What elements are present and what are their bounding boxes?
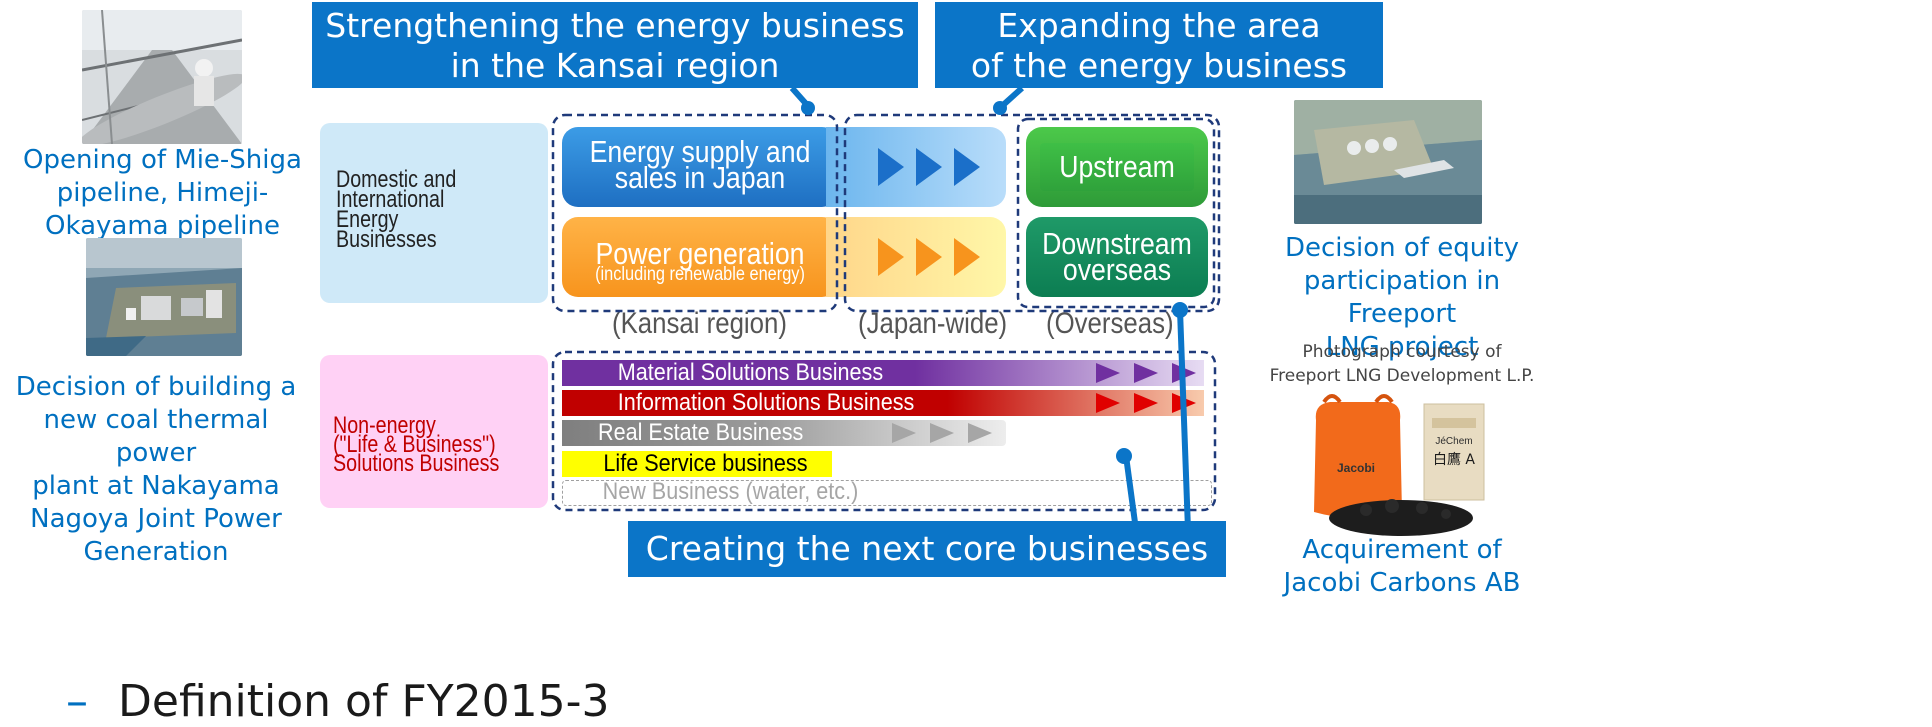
arrow-right-icon bbox=[1096, 393, 1120, 413]
arrow-right-icon bbox=[968, 423, 992, 443]
energy-category-panel bbox=[320, 123, 548, 303]
definition-heading: –Definition of FY2015-3 bbox=[66, 676, 609, 727]
energy-supply-line2: sales in Japan bbox=[614, 160, 786, 195]
downstream-box: Downstream overseas bbox=[1026, 217, 1208, 297]
bag-kanji: 白鷹 A bbox=[1433, 452, 1475, 468]
upstream-label: Upstream bbox=[1059, 149, 1175, 184]
banner-strengthening: Strengthening the energy business in the… bbox=[312, 2, 918, 88]
jacobi-caption-line: Jacobi Carbons AB bbox=[1283, 568, 1521, 598]
energy-category-line: Domestic and bbox=[336, 166, 457, 193]
solutions-bar-new-business: New Business (water, etc.) bbox=[562, 480, 1212, 506]
freeport-credit-line: Photograph courtesy of bbox=[1302, 342, 1502, 362]
freeport-caption: Decision of equity participation in Free… bbox=[1246, 232, 1558, 364]
arrow-right-icon bbox=[954, 148, 980, 186]
material-arrows bbox=[1096, 363, 1196, 383]
freeport-caption-line: Decision of equity bbox=[1284, 233, 1520, 263]
arrow-right-icon bbox=[878, 238, 904, 276]
arrow-right-icon bbox=[916, 148, 942, 186]
non-energy-category-label: Non-energy ("Life & Business") Solutions… bbox=[333, 412, 500, 477]
arrow-right-icon bbox=[954, 238, 980, 276]
coal-caption-line: plant at Nakayama bbox=[32, 471, 280, 501]
pipeline-caption-line: Opening of Mie-Shiga bbox=[23, 145, 302, 175]
solutions-bar-label: Life Service business bbox=[603, 450, 808, 477]
solutions-bar-label: Material Solutions Business bbox=[617, 359, 884, 386]
strengthening-connector-dot bbox=[801, 101, 815, 115]
pipeline-photo bbox=[82, 10, 242, 144]
energy-category-line: International bbox=[336, 186, 445, 213]
coal-caption-line: Generation bbox=[83, 537, 229, 567]
bag-brand-chem: JéChem bbox=[1435, 436, 1472, 447]
banner-expanding-line2: of the energy business bbox=[970, 46, 1348, 85]
coal-caption-line: Nagoya Joint Power bbox=[30, 504, 282, 534]
arrow-right-icon bbox=[1172, 363, 1196, 383]
creating-connector-left-dot bbox=[1116, 448, 1132, 464]
solutions-bar-label: New Business (water, etc.) bbox=[602, 478, 859, 505]
energy-supply-arrows bbox=[878, 148, 980, 186]
non-energy-category-line: Non-energy bbox=[333, 412, 436, 439]
power-generation-arrows bbox=[878, 238, 980, 276]
arrow-right-icon bbox=[878, 148, 904, 186]
arrow-right-icon bbox=[1172, 393, 1196, 413]
freeport-credit: Photograph courtesy of Freeport LNG Deve… bbox=[1246, 340, 1558, 388]
jacobi-caption: Acquirement of Jacobi Carbons AB bbox=[1246, 534, 1558, 600]
coal-caption-line: Decision of building a bbox=[15, 372, 297, 402]
pipeline-caption-line: Okayama pipeline bbox=[45, 211, 280, 241]
power-plant-photo bbox=[86, 238, 242, 356]
energy-supply-box: Energy supply and sales in Japan bbox=[562, 127, 838, 207]
banner-strengthening-line2: in the Kansai region bbox=[450, 46, 780, 85]
non-energy-category-line: Solutions Business bbox=[333, 450, 500, 477]
upstream-box: Upstream bbox=[1026, 127, 1208, 207]
non-energy-category-line: ("Life & Business") bbox=[333, 431, 496, 458]
arrow-right-icon bbox=[930, 423, 954, 443]
solutions-bar-label: Real Estate Business bbox=[598, 419, 804, 446]
strengthening-connector bbox=[789, 86, 811, 108]
banner-expanding-line1: Expanding the area bbox=[997, 6, 1321, 45]
freeport-caption-line: LNG project bbox=[1325, 332, 1479, 362]
bag-brand: Jacobi bbox=[1337, 461, 1375, 475]
arrow-right-icon bbox=[892, 423, 916, 443]
banner-creating: Creating the next core businesses bbox=[628, 521, 1226, 577]
bullet-dash: – bbox=[66, 676, 88, 727]
jacobi-caption-line: Acquirement of bbox=[1302, 535, 1502, 565]
expanding-connector bbox=[999, 85, 1025, 109]
solutions-bar-life-service: Life Service business bbox=[562, 451, 832, 477]
energy-category-label: Domestic and International Energy Busine… bbox=[336, 166, 457, 253]
power-generation-box: Power generation (including renewable en… bbox=[562, 217, 838, 297]
arrow-right-icon bbox=[1096, 363, 1120, 383]
energy-category-line: Energy bbox=[336, 206, 399, 233]
non-energy-category-panel bbox=[320, 355, 548, 508]
creating-connector-right-dot bbox=[1172, 302, 1188, 318]
banner-strengthening-line1: Strengthening the energy business bbox=[325, 6, 905, 45]
arrow-right-icon bbox=[1134, 363, 1158, 383]
energy-category-line: Businesses bbox=[336, 226, 437, 253]
pipeline-caption-line: pipeline, Himeji- bbox=[56, 178, 269, 208]
real-estate-arrows bbox=[892, 423, 992, 443]
power-generation-line2: (including renewable energy) bbox=[595, 264, 805, 285]
information-arrows bbox=[1096, 393, 1196, 413]
arrow-right-icon bbox=[1134, 393, 1158, 413]
freeport-caption-line: participation in Freeport bbox=[1303, 266, 1501, 329]
solutions-bar-label: Information Solutions Business bbox=[617, 389, 915, 416]
carbon-products-photo: JéChem 白鷹 A Jacobi bbox=[1296, 392, 1496, 540]
freeport-photo bbox=[1294, 100, 1482, 224]
banner-expanding: Expanding the area of the energy busines… bbox=[935, 2, 1383, 88]
expanding-connector-dot bbox=[993, 101, 1007, 115]
region-japan-label: (Japan-wide) bbox=[858, 307, 1008, 340]
region-kansai-label: (Kansai region) bbox=[612, 307, 787, 340]
definition-heading-text: Definition of FY2015-3 bbox=[118, 676, 610, 727]
freeport-credit-line: Freeport LNG Development L.P. bbox=[1269, 366, 1535, 386]
arrow-right-icon bbox=[916, 238, 942, 276]
region-overseas-label: (Overseas) bbox=[1046, 307, 1174, 340]
pipeline-caption: Opening of Mie-Shiga pipeline, Himeji- O… bbox=[20, 144, 305, 243]
coal-plant-caption: Decision of building a new coal thermal … bbox=[0, 371, 312, 569]
coal-caption-line: new coal thermal power bbox=[43, 405, 269, 468]
